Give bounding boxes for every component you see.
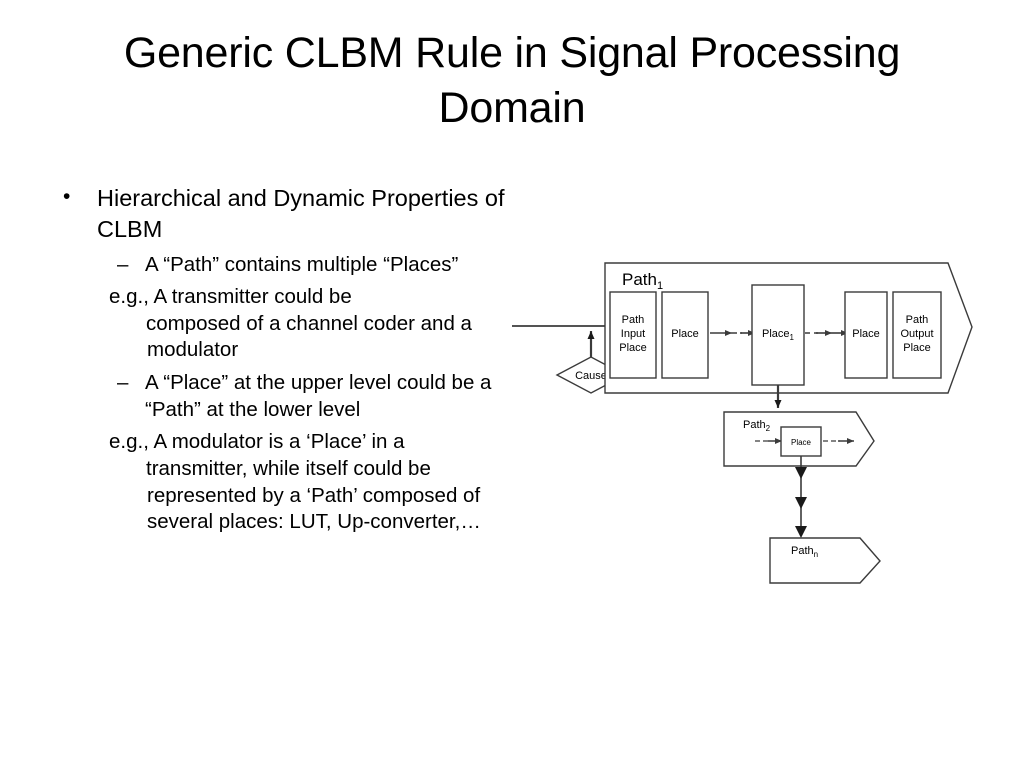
list-item: • Hierarchical and Dynamic Properties of…	[55, 183, 510, 246]
dash-marker: –	[117, 371, 129, 395]
page-title: Generic CLBM Rule in Signal Processing D…	[123, 29, 901, 133]
path1-label: Path1	[622, 270, 663, 292]
dash-marker: –	[117, 252, 129, 276]
example-lead: e.g., A transmitter could be	[109, 285, 352, 309]
example-paragraph: e.g., A transmitter could be composed of…	[55, 284, 510, 364]
place-box	[892, 291, 942, 379]
place-label-line: Place	[852, 328, 880, 340]
path1-place-1: Path Input Place	[609, 291, 657, 379]
pathn-shape	[769, 537, 881, 584]
place-label-line: Place	[903, 342, 931, 354]
place-label-line: Place	[791, 438, 812, 447]
place-label-line: Place	[619, 342, 647, 354]
example-paragraph: e.g., A modulator is a ‘Place’ in a tran…	[55, 429, 510, 536]
bullet-list: • Hierarchical and Dynamic Properties of…	[55, 183, 510, 536]
bullet-marker: •	[63, 185, 71, 208]
place-label-line: Output	[900, 328, 933, 340]
pathn-container: Pathn	[769, 537, 881, 584]
example-body: transmitter, while itself could be repre…	[146, 456, 481, 534]
place-box	[844, 291, 888, 379]
continuation-arrowhead	[795, 497, 807, 509]
list-item: – A “Path” contains multiple “Places”	[55, 252, 510, 279]
continuation-arrowhead	[795, 526, 807, 538]
place-label-line: Path	[622, 314, 645, 326]
continuation-arrowhead	[795, 467, 807, 479]
list-item-label: A “Path” contains multiple “Places”	[145, 252, 459, 276]
path1-place-3: Place1	[751, 284, 805, 386]
example-body: composed of a channel coder and a modula…	[146, 311, 472, 362]
path2-label: Path2	[743, 419, 771, 433]
place-label-line: Path	[906, 314, 929, 326]
list-item: – A “Place” at the upper level could be …	[55, 370, 510, 423]
pathn-label: Pathn	[791, 545, 818, 559]
place-label: Place1	[762, 328, 795, 342]
path1-place-4: Place	[844, 291, 888, 379]
list-item-label: Hierarchical and Dynamic Properties of C…	[97, 185, 505, 243]
path2-place-1: Place	[780, 426, 822, 457]
path1-place-2: Place	[661, 291, 709, 379]
path1-place-5: Path Output Place	[892, 291, 942, 379]
example-lead: e.g., A modulator is a ‘Place’ in a	[109, 430, 405, 454]
list-item-label: A “Place” at the upper level could be a …	[145, 371, 492, 421]
clbm-block-diagram: Cause Path1 Path Input Place Place Place…	[500, 245, 1000, 585]
place-box	[751, 284, 805, 386]
place-box	[609, 291, 657, 379]
place-label-line: Input	[621, 328, 645, 340]
place-box	[661, 291, 709, 379]
cause-label: Cause	[575, 370, 607, 382]
place-label-line: Place	[671, 328, 699, 340]
